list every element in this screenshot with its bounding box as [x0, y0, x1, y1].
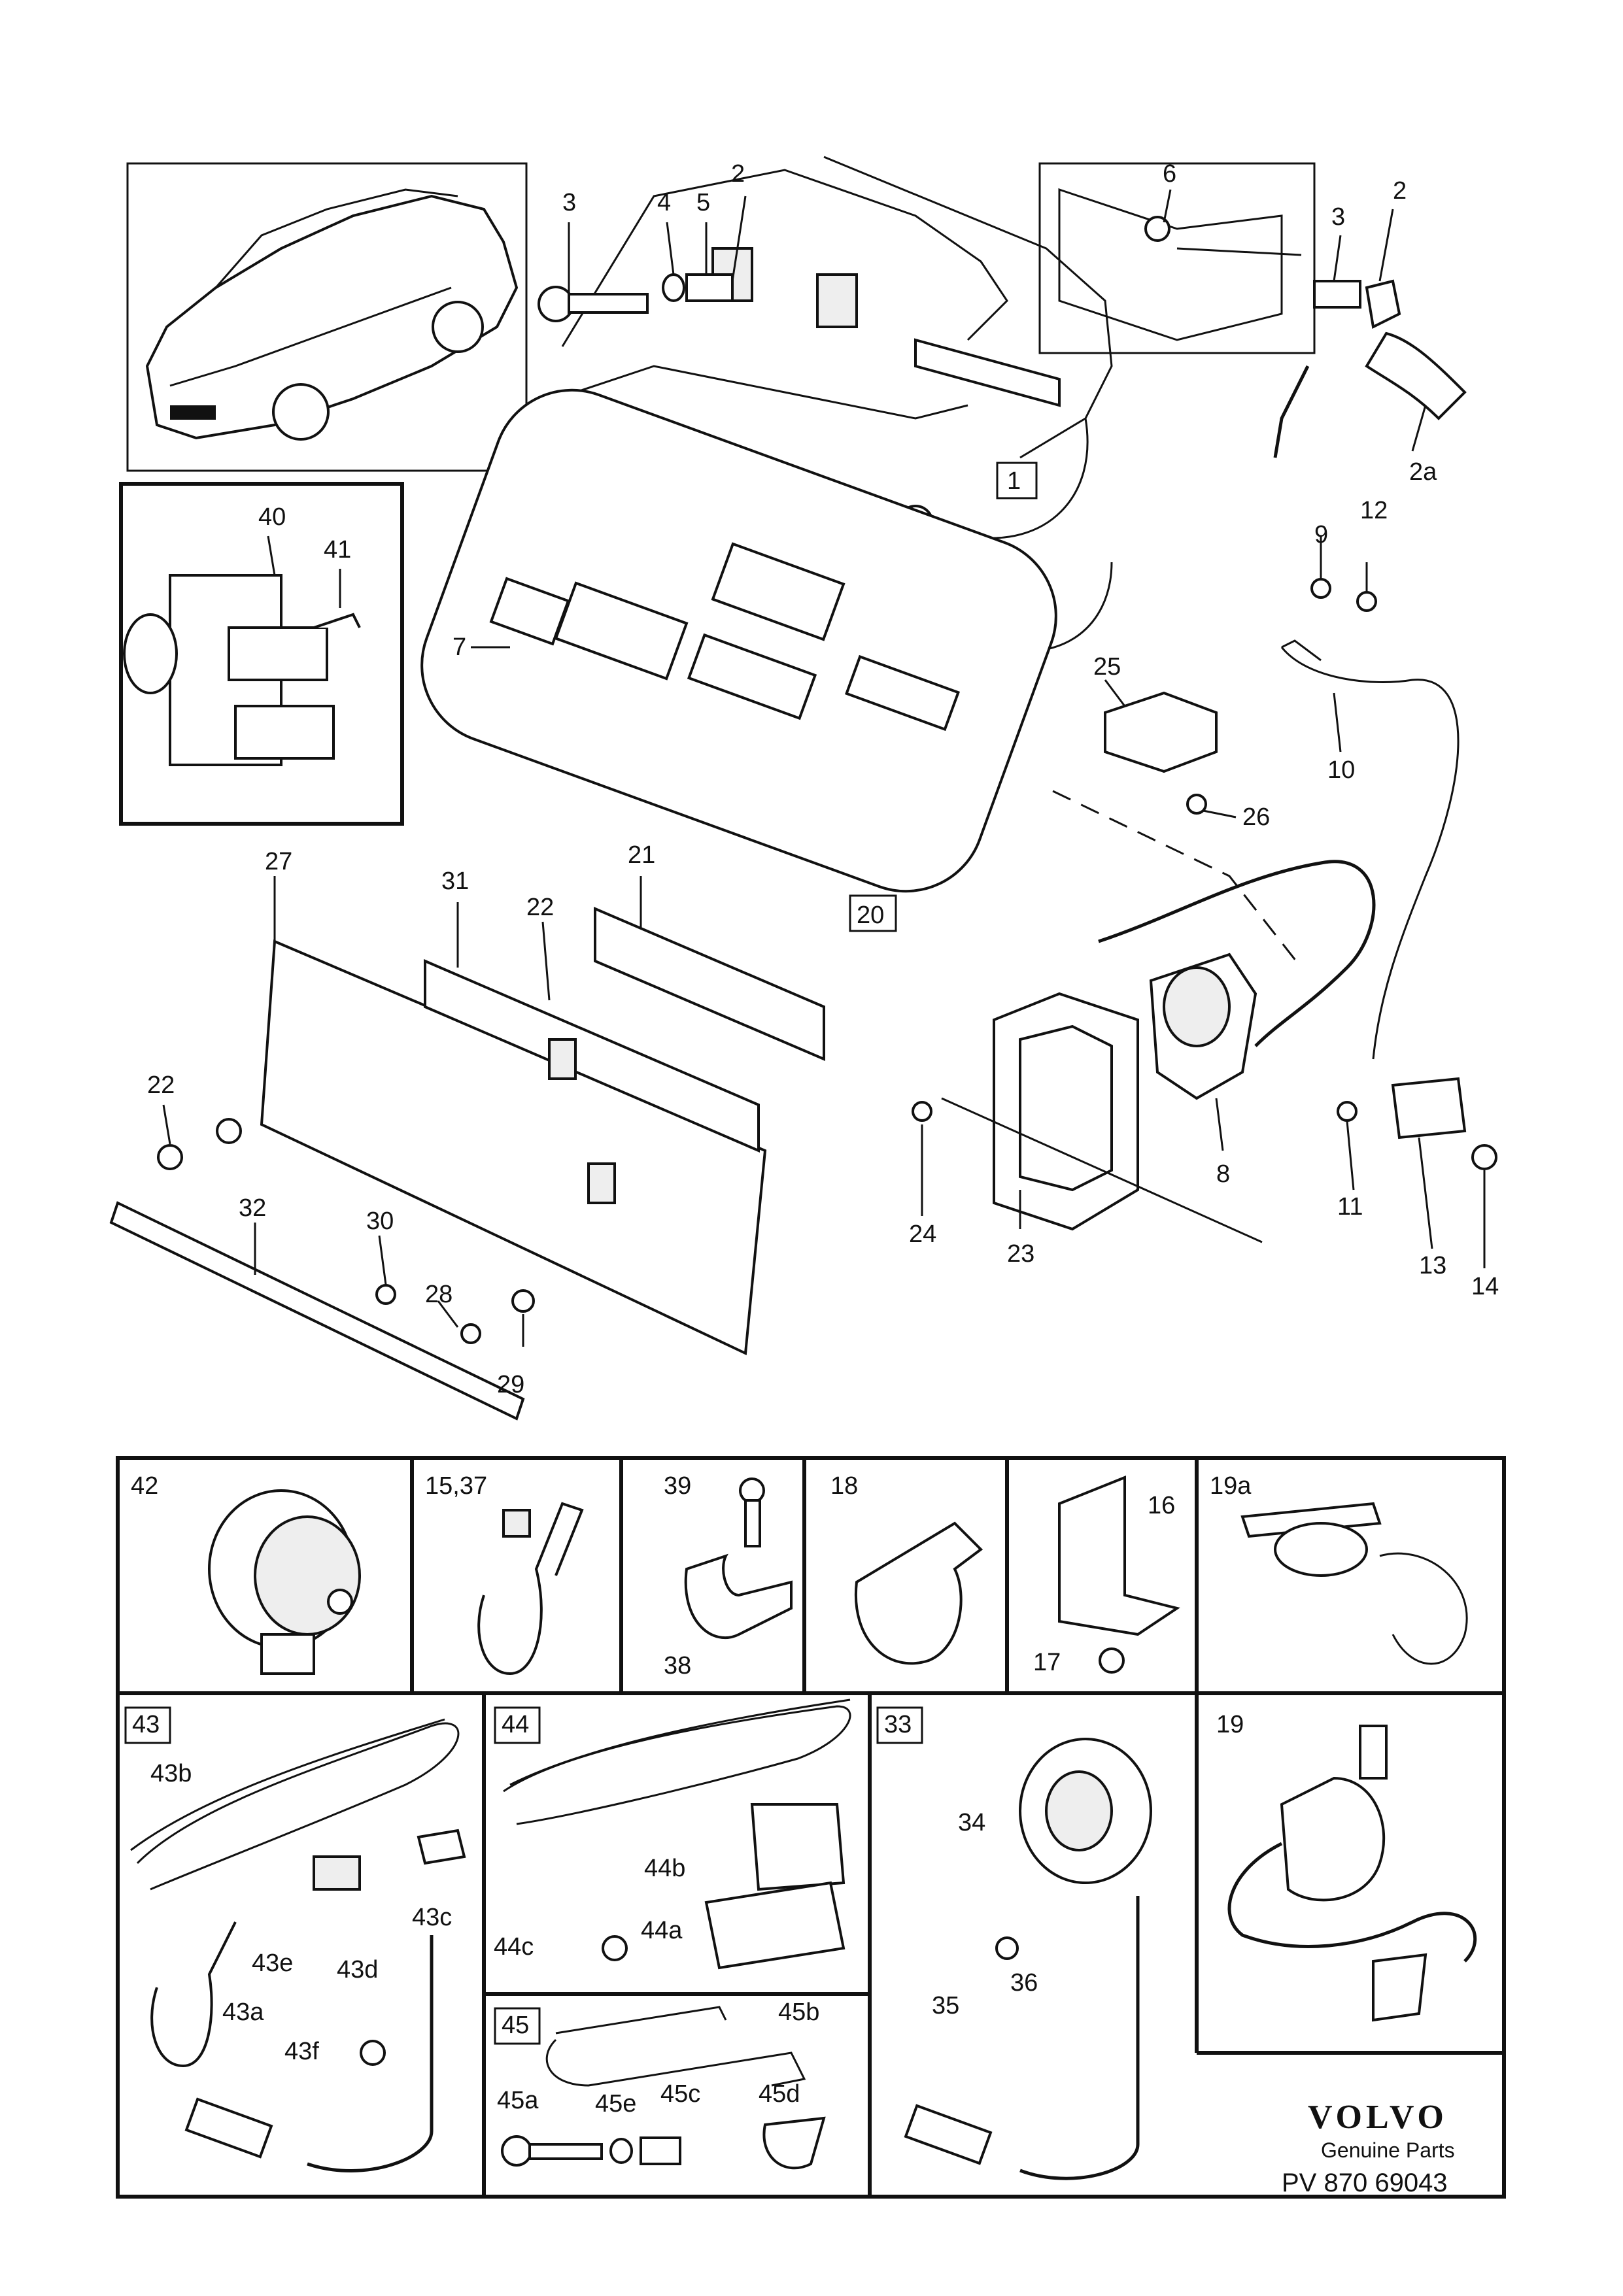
callout-6: 6 [1163, 160, 1176, 188]
callout-45a: 45a [497, 2087, 539, 2114]
callout-32: 32 [239, 1194, 266, 1222]
callout-7: 7 [453, 633, 466, 661]
inset-bolt-detail [1038, 162, 1316, 354]
cable-terminal-2a [1273, 279, 1467, 458]
callout-17: 17 [1033, 1649, 1061, 1676]
panel-45-hose-kit [501, 2006, 826, 2170]
callout-28: 28 [425, 1281, 453, 1308]
vehicle-locator-inset [126, 162, 528, 472]
callout-2: 2 [731, 160, 745, 188]
callout-24: 24 [909, 1221, 936, 1248]
callout-43b: 43b [150, 1760, 192, 1787]
callout-38: 38 [664, 1652, 691, 1680]
clip-bracket-13 [1337, 1077, 1497, 1170]
callout-31: 31 [441, 868, 469, 895]
callout-45: 45 [502, 2012, 529, 2039]
part-code: PV 870 69043 [1282, 2169, 1448, 2197]
panel-19-plug-cable [1227, 1725, 1477, 2022]
callout-44c: 44c [494, 1933, 534, 1961]
callout-43c: 43c [412, 1904, 452, 1931]
callout-35: 35 [932, 1992, 959, 2019]
callout-2b: 2 [1393, 177, 1407, 205]
callout-22b: 22 [147, 1072, 175, 1099]
brand-block: VOLVO Genuine Parts PV 870 69043 [1282, 2099, 1455, 2197]
bolt-washer-sleeve [538, 273, 734, 322]
callout-2a: 2a [1409, 458, 1437, 486]
callout-26: 26 [1242, 803, 1270, 831]
callout-3b: 3 [1331, 203, 1345, 231]
inset-adapter-40 [119, 482, 404, 826]
callout-11: 11 [1337, 1193, 1363, 1221]
callout-33: 33 [884, 1711, 912, 1738]
callout-15-37: 15,37 [425, 1472, 487, 1500]
callout-16: 16 [1148, 1492, 1175, 1519]
callout-19: 19 [1216, 1711, 1244, 1738]
leader-lines [162, 189, 1486, 1347]
callout-25: 25 [1093, 653, 1121, 681]
callout-19a: 19a [1210, 1472, 1252, 1500]
callout-43a: 43a [222, 1999, 264, 2026]
callout-44: 44 [502, 1711, 529, 1738]
callout-41: 41 [324, 536, 351, 564]
callout-12: 12 [1360, 497, 1388, 524]
callout-3: 3 [562, 189, 576, 216]
callout-40: 40 [258, 503, 286, 531]
ground-cable-10 [1280, 578, 1460, 1060]
callout-29: 29 [497, 1371, 524, 1398]
callout-42: 42 [131, 1472, 158, 1500]
callout-34: 34 [958, 1809, 985, 1836]
panel-16-17-bracket [1058, 1476, 1180, 1674]
callout-22: 22 [526, 894, 554, 921]
panel-39-38-clamp [684, 1477, 793, 1639]
callout-1: 1 [1007, 467, 1021, 495]
callout-13: 13 [1419, 1252, 1446, 1279]
callout-43f: 43f [284, 2038, 319, 2065]
panel-15-37-tie [477, 1502, 584, 1676]
callout-10: 10 [1327, 756, 1355, 784]
bracket-25 [1052, 691, 1303, 968]
callout-4: 4 [657, 189, 671, 216]
panel-19a-strap [1240, 1502, 1468, 1665]
callout-8: 8 [1216, 1160, 1230, 1188]
socket-8 [1098, 860, 1376, 1100]
panel-44-wiring-kit [503, 1698, 851, 1970]
callout-45d: 45d [759, 2080, 800, 2108]
callout-labels: 1 2 3 4 5 6 3 2 2a 40 41 12 9 7 25 10 26… [124, 160, 1499, 2118]
lower-panels [116, 1456, 1506, 2199]
callout-45e: 45e [595, 2090, 636, 2118]
callout-44a: 44a [641, 1917, 683, 1944]
heater-element-7 [420, 388, 1057, 893]
panel-18-clip [854, 1521, 983, 1665]
panel-43-wiring-kit [130, 1718, 466, 2172]
callout-9: 9 [1314, 521, 1328, 549]
callout-43d: 43d [337, 1956, 378, 1984]
callout-5: 5 [696, 189, 710, 216]
mounting-frame-23 [912, 992, 1263, 1243]
callout-43: 43 [132, 1711, 160, 1738]
callout-21: 21 [628, 841, 655, 869]
callout-44b: 44b [644, 1855, 685, 1882]
callout-14: 14 [1471, 1273, 1499, 1300]
callout-30: 30 [366, 1207, 394, 1235]
callout-27: 27 [265, 848, 292, 875]
panel-33-socket [904, 1738, 1152, 2180]
callout-45c: 45c [660, 2080, 700, 2108]
volvo-logo: VOLVO [1308, 2099, 1448, 2136]
plate-holder-27 [109, 906, 825, 1421]
callout-45b: 45b [778, 1999, 819, 2026]
callout-23: 23 [1007, 1240, 1034, 1268]
genuine-parts-text: Genuine Parts [1321, 2138, 1455, 2162]
callout-36: 36 [1010, 1969, 1038, 1997]
callout-39: 39 [664, 1472, 691, 1500]
panel-42-heater [208, 1489, 361, 1675]
callout-43e: 43e [252, 1950, 293, 1977]
callout-20: 20 [857, 902, 884, 929]
callout-18: 18 [830, 1472, 858, 1500]
